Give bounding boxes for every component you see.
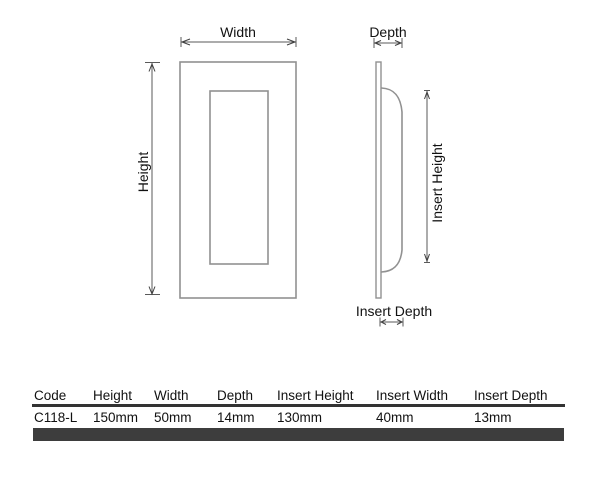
value-code: C118-L — [34, 410, 78, 425]
insert-height-dim-arrow-bottom — [424, 253, 430, 263]
value-insert-height: 130mm — [277, 410, 323, 425]
value-insert-depth: 13mm — [474, 410, 512, 425]
header-code: Code — [34, 388, 67, 403]
height-dim-arrow-top — [148, 62, 156, 72]
value-height: 150mm — [93, 410, 139, 425]
insert-depth-dimension — [379, 317, 404, 327]
table-header-rule — [32, 404, 565, 407]
insert-height-dim-arrow-top — [424, 90, 430, 100]
insert-height-dimension — [424, 90, 430, 263]
header-insert-height: Insert Height — [277, 388, 354, 403]
insert-depth-dim-arrow-right — [396, 319, 404, 325]
value-width: 50mm — [154, 410, 192, 425]
depth-dimension — [373, 38, 403, 48]
width-dimension — [180, 37, 297, 47]
header-insert-width: Insert Width — [376, 388, 449, 403]
depth-dimension-label: Depth — [369, 24, 406, 40]
width-dimension-label: Width — [220, 24, 256, 40]
table-bottom-bar — [33, 428, 564, 441]
header-depth: Depth — [217, 388, 254, 403]
width-dim-arrow-left — [180, 38, 191, 46]
insert-depth-dim-arrow-left — [379, 319, 387, 325]
insert-depth-dimension-label: Insert Depth — [356, 303, 432, 319]
depth-dim-arrow-right — [394, 40, 403, 46]
insert-height-dimension-label: Insert Height — [429, 143, 445, 222]
header-width: Width — [154, 388, 189, 403]
front-insert-recess-rect — [209, 90, 269, 265]
value-depth: 14mm — [217, 410, 255, 425]
depth-dim-arrow-left — [373, 40, 382, 46]
side-view-drawing — [375, 61, 403, 299]
height-dim-arrow-bottom — [148, 286, 156, 296]
value-insert-width: 40mm — [376, 410, 414, 425]
header-insert-depth: Insert Depth — [474, 388, 548, 403]
side-insert-bowl-profile — [381, 87, 403, 273]
height-dimension-label: Height — [135, 152, 151, 193]
dimension-diagram: Width Height Depth — [135, 24, 445, 327]
width-dim-arrow-right — [286, 38, 297, 46]
front-view-drawing — [179, 61, 297, 299]
side-plate — [375, 61, 382, 299]
header-height: Height — [93, 388, 133, 403]
height-dimension — [145, 62, 160, 296]
